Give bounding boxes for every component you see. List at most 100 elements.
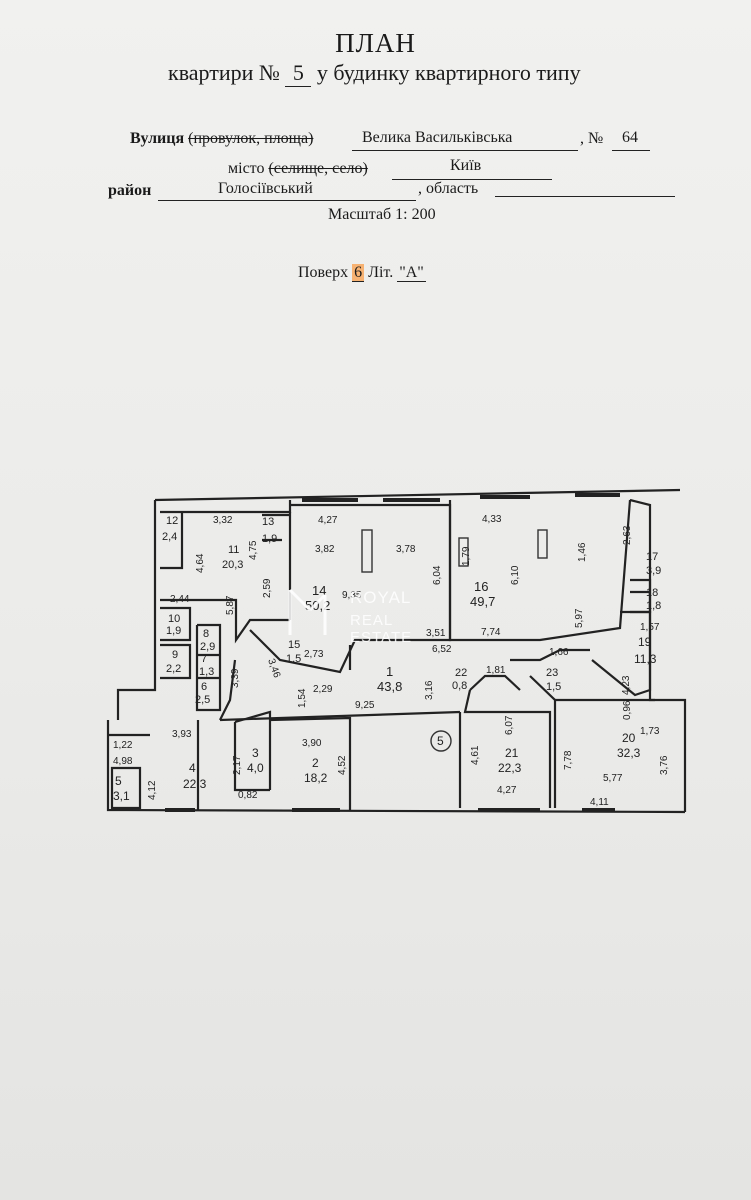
svg-text:4,23: 4,23 [621, 675, 632, 695]
svg-text:20: 20 [622, 731, 636, 745]
room-11-label: 11 [228, 544, 239, 556]
svg-text:0,96: 0,96 [622, 700, 633, 720]
svg-text:2,59: 2,59 [262, 578, 273, 598]
district-value: Голосіївський [218, 180, 313, 197]
svg-text:1,57: 1,57 [640, 622, 660, 633]
svg-text:4,64: 4,64 [195, 553, 206, 573]
svg-text:0,82: 0,82 [238, 790, 258, 801]
svg-text:3,32: 3,32 [213, 515, 233, 526]
svg-text:3,82: 3,82 [315, 544, 335, 555]
svg-text:3,9: 3,9 [646, 565, 661, 577]
svg-text:18,2: 18,2 [304, 771, 328, 785]
document-subtitle: квартири № 5 у будинку квартирного типу [168, 60, 581, 87]
street-row: Вулиця (провулок, площа) [130, 130, 313, 148]
svg-text:3,39: 3,39 [230, 668, 241, 688]
floor-label: Поверх [298, 264, 349, 281]
svg-text:4,12: 4,12 [147, 780, 158, 800]
svg-text:2,9: 2,9 [200, 641, 215, 653]
svg-text:2,44: 2,44 [170, 594, 190, 605]
svg-text:22,3: 22,3 [183, 777, 207, 791]
svg-text:5,77: 5,77 [603, 773, 623, 784]
street-label-struck: (провулок, площа) [188, 130, 314, 147]
svg-text:49,7: 49,7 [470, 594, 495, 609]
subtitle-suffix: у будинку квартирного типу [316, 60, 581, 85]
svg-text:9,35: 9,35 [342, 590, 362, 601]
svg-text:7: 7 [201, 653, 207, 665]
watermark-line2: REAL ESTATE [350, 612, 413, 646]
watermark: ROYAL REAL ESTATE [280, 580, 411, 646]
svg-text:7,78: 7,78 [563, 750, 574, 770]
house-number: 64 [622, 129, 638, 146]
svg-text:1,5: 1,5 [286, 653, 301, 665]
svg-text:3,16: 3,16 [424, 680, 435, 700]
svg-text:0,8: 0,8 [452, 680, 467, 692]
svg-text:22,3: 22,3 [498, 761, 522, 775]
svg-text:32,3: 32,3 [617, 746, 641, 760]
letter-label: Літ. [368, 264, 394, 281]
district-label: район [108, 182, 152, 199]
svg-text:6,04: 6,04 [432, 565, 443, 585]
svg-text:4: 4 [189, 761, 196, 775]
svg-text:3,51: 3,51 [426, 628, 446, 639]
svg-text:5: 5 [115, 774, 122, 788]
svg-text:3,1: 3,1 [113, 789, 130, 803]
svg-text:1,79: 1,79 [461, 546, 472, 566]
svg-text:1,81: 1,81 [486, 665, 506, 676]
svg-text:3,90: 3,90 [302, 738, 322, 749]
street-value: Велика Васильківська [362, 129, 513, 146]
svg-text:5: 5 [437, 734, 444, 748]
svg-text:8: 8 [203, 628, 209, 640]
svg-text:4,33: 4,33 [482, 514, 502, 525]
svg-text:17: 17 [646, 551, 658, 563]
watermark-line1: ROYAL [350, 588, 412, 607]
svg-text:21: 21 [505, 746, 519, 760]
svg-text:5,97: 5,97 [574, 608, 585, 628]
svg-text:7,74: 7,74 [481, 627, 501, 638]
svg-text:18: 18 [646, 587, 658, 599]
svg-text:4,27: 4,27 [318, 515, 338, 526]
svg-text:10: 10 [168, 613, 180, 625]
svg-text:20,3: 20,3 [222, 559, 243, 571]
svg-text:6,07: 6,07 [504, 715, 515, 735]
apartment-number: 5 [285, 60, 312, 87]
svg-text:2,73: 2,73 [304, 649, 324, 660]
city-value: Київ [450, 157, 482, 174]
svg-text:22: 22 [455, 667, 467, 679]
subtitle-prefix: квартири № [168, 60, 280, 85]
svg-text:4,27: 4,27 [497, 785, 517, 796]
city-row: місто (селище, село) [228, 160, 368, 178]
svg-text:2,63: 2,63 [622, 525, 633, 545]
floor-value: 6 [352, 264, 365, 282]
svg-text:6: 6 [201, 681, 207, 693]
svg-text:2,17: 2,17 [232, 755, 243, 775]
svg-text:2,5: 2,5 [195, 694, 210, 706]
svg-text:1,73: 1,73 [640, 726, 660, 737]
svg-text:16: 16 [474, 579, 488, 594]
svg-text:1,8: 1,8 [646, 600, 661, 612]
svg-text:2: 2 [312, 756, 319, 770]
svg-text:1,3: 1,3 [199, 666, 214, 678]
svg-text:9,25: 9,25 [355, 700, 375, 711]
letter-value: "А" [397, 264, 426, 282]
svg-text:13: 13 [262, 516, 274, 528]
svg-text:4,52: 4,52 [337, 755, 348, 775]
svg-text:23: 23 [546, 667, 558, 679]
svg-text:1,54: 1,54 [297, 688, 308, 708]
number-label: , № [580, 130, 604, 147]
svg-text:5,87: 5,87 [225, 595, 236, 615]
svg-text:2,29: 2,29 [313, 684, 333, 695]
svg-text:4,61: 4,61 [470, 745, 481, 765]
svg-text:11,3: 11,3 [634, 652, 657, 666]
svg-text:43,8: 43,8 [377, 679, 402, 694]
svg-text:9: 9 [172, 649, 178, 661]
floor-row: Поверх 6 Літ. "А" [298, 264, 426, 282]
svg-text:15: 15 [288, 639, 300, 651]
document-title: ПЛАН [335, 28, 416, 58]
svg-text:1,66: 1,66 [549, 647, 569, 658]
svg-text:1: 1 [386, 664, 393, 679]
svg-text:1,46: 1,46 [577, 542, 588, 562]
svg-text:2,4: 2,4 [162, 531, 177, 543]
svg-text:1,22: 1,22 [113, 740, 133, 751]
